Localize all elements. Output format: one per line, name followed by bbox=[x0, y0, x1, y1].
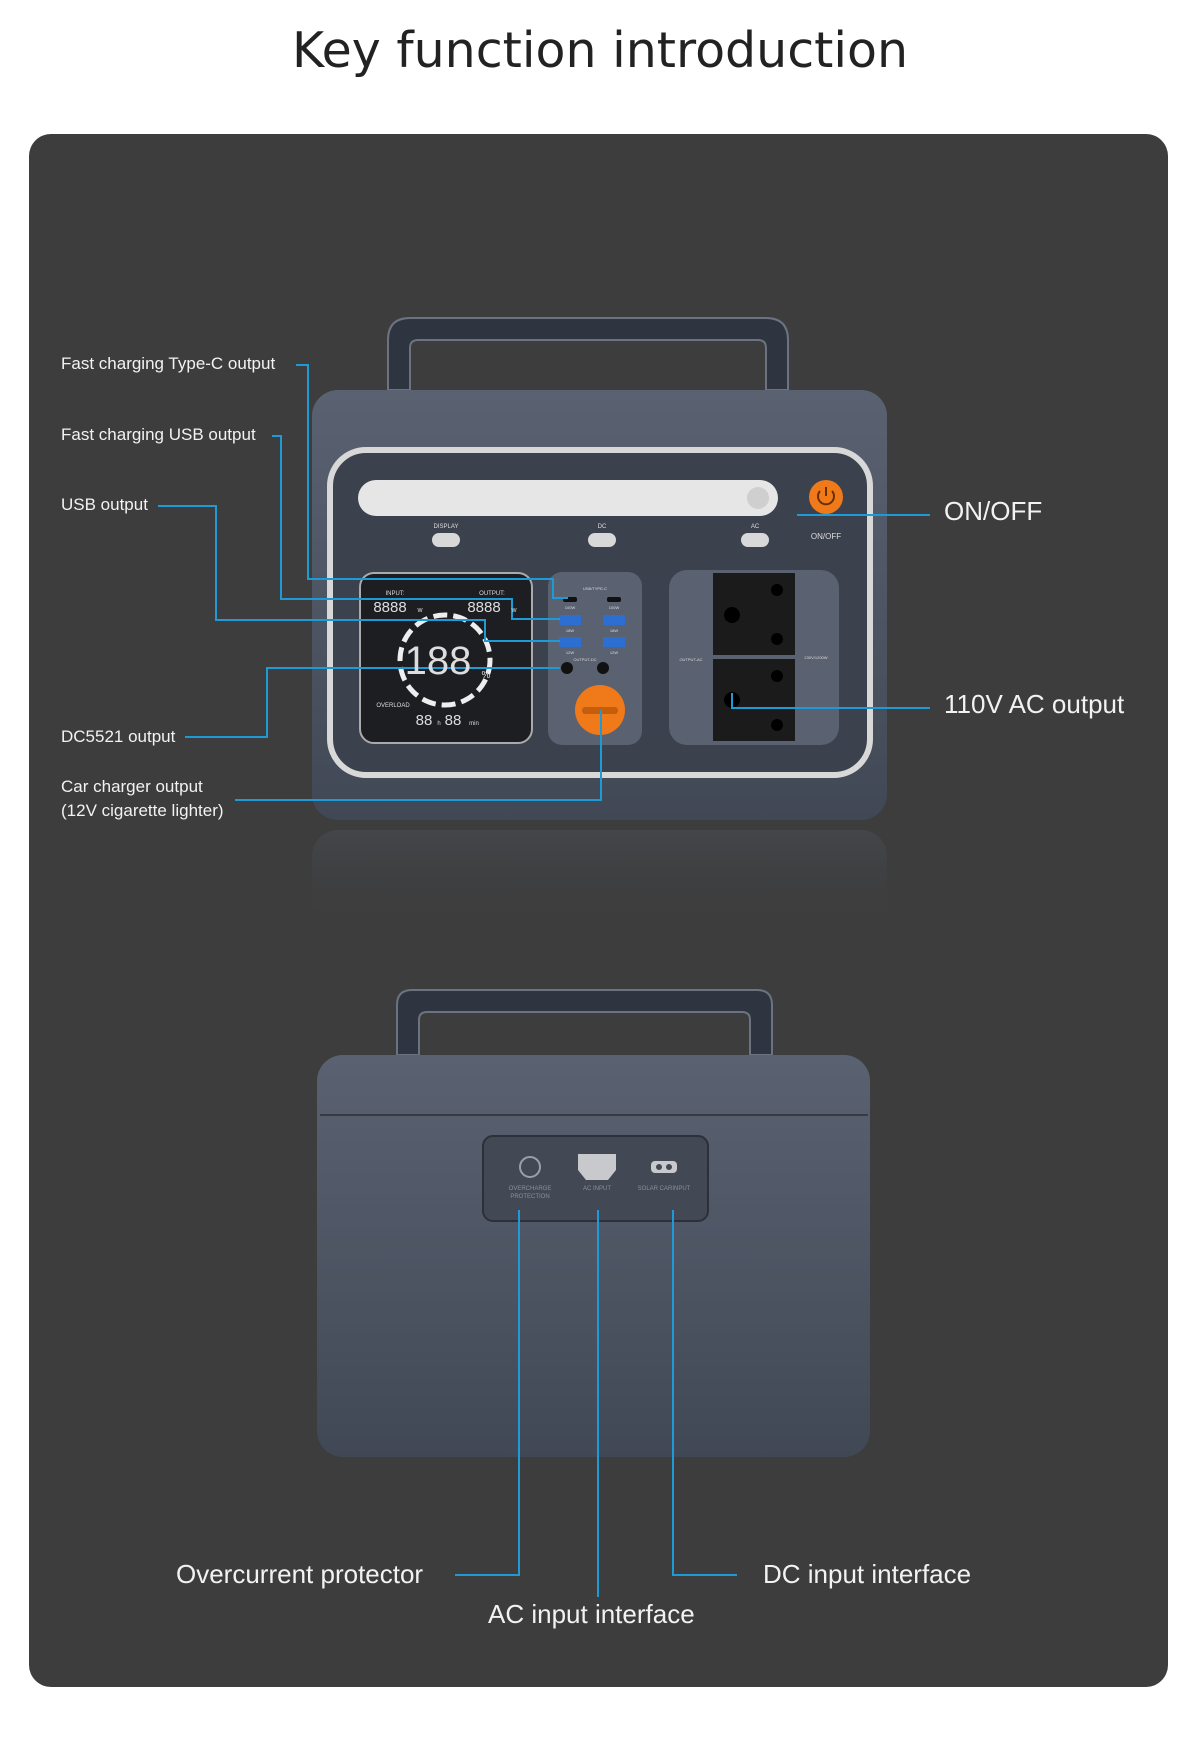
ac-right-label: 230V/1200W bbox=[804, 655, 827, 660]
watt-label: 100W bbox=[565, 605, 576, 610]
lcd-h: h bbox=[437, 721, 440, 727]
lcd-percent-sign: % bbox=[482, 670, 491, 681]
dc-input-icon bbox=[651, 1161, 677, 1173]
ac-button[interactable] bbox=[741, 533, 769, 547]
back-port-label-ac-input: AC INPUT bbox=[582, 1186, 611, 1192]
power-button[interactable] bbox=[809, 480, 843, 514]
back-port-label-overcharge: OVERCHARGE PROTECTION bbox=[508, 1186, 552, 1200]
front-device bbox=[312, 317, 887, 930]
label-usb-output: USB output bbox=[61, 495, 148, 514]
power-label: ON/OFF bbox=[811, 532, 841, 541]
button-label-dc: DC bbox=[598, 524, 607, 530]
lcd-min: min bbox=[469, 721, 479, 727]
callout-lines bbox=[158, 364, 930, 1597]
lcd-input-label: INPUT: bbox=[385, 591, 404, 597]
display-button[interactable] bbox=[432, 533, 460, 547]
label-ac-input: AC input interface bbox=[488, 1599, 695, 1629]
label-ac-output: 110V AC output bbox=[944, 689, 1125, 719]
lcd-percent: 188 bbox=[405, 639, 472, 683]
label-on-off: ON/OFF bbox=[944, 496, 1043, 526]
label-dc-input: DC input interface bbox=[763, 1559, 972, 1589]
button-label-ac: AC bbox=[751, 524, 760, 530]
lcd-unit: w bbox=[510, 607, 517, 614]
lcd-input-value: 8888 bbox=[373, 599, 406, 616]
watt-label: 18W bbox=[610, 628, 618, 633]
lcd-hours: 88 bbox=[416, 712, 433, 729]
label-overcurrent-protector: Overcurrent protector bbox=[176, 1559, 424, 1589]
lcd-output-value: 8888 bbox=[467, 599, 500, 616]
ac-input-icon bbox=[578, 1154, 616, 1180]
label-dc5521-output: DC5521 output bbox=[61, 727, 176, 746]
dc-button[interactable] bbox=[588, 533, 616, 547]
lcd-output-label: OUTPUT: bbox=[479, 591, 505, 597]
back-port-label-solar: SOLAR CARINPUT bbox=[637, 1186, 691, 1192]
back-device bbox=[317, 989, 870, 1457]
label-typec-output: Fast charging Type-C output bbox=[61, 354, 276, 373]
dc-header: OUTPUT-DC bbox=[573, 657, 596, 662]
lcd-overload: OVERLOAD bbox=[376, 703, 410, 709]
lcd-minutes: 88 bbox=[445, 712, 462, 729]
watt-label: 18W bbox=[566, 628, 574, 633]
overcharge-protector-icon bbox=[519, 1156, 541, 1178]
ac-left-label: OUTPUT-AC bbox=[679, 657, 702, 662]
lcd-screen bbox=[359, 572, 533, 744]
watt-label: 12W bbox=[566, 650, 574, 655]
label-fast-usb-output: Fast charging USB output bbox=[61, 425, 256, 444]
page-title: Key function introduction bbox=[291, 22, 909, 79]
watt-label: 12W bbox=[610, 650, 618, 655]
lcd-unit: w bbox=[416, 607, 423, 614]
watt-label: 100W bbox=[609, 605, 620, 610]
label-car-charger-output: Car charger output bbox=[61, 777, 203, 796]
button-label-display: DISPLAY bbox=[434, 524, 459, 530]
usb-header: USB/TYPE-C bbox=[583, 586, 607, 591]
label-car-charger-note: (12V cigarette lighter) bbox=[61, 801, 224, 820]
